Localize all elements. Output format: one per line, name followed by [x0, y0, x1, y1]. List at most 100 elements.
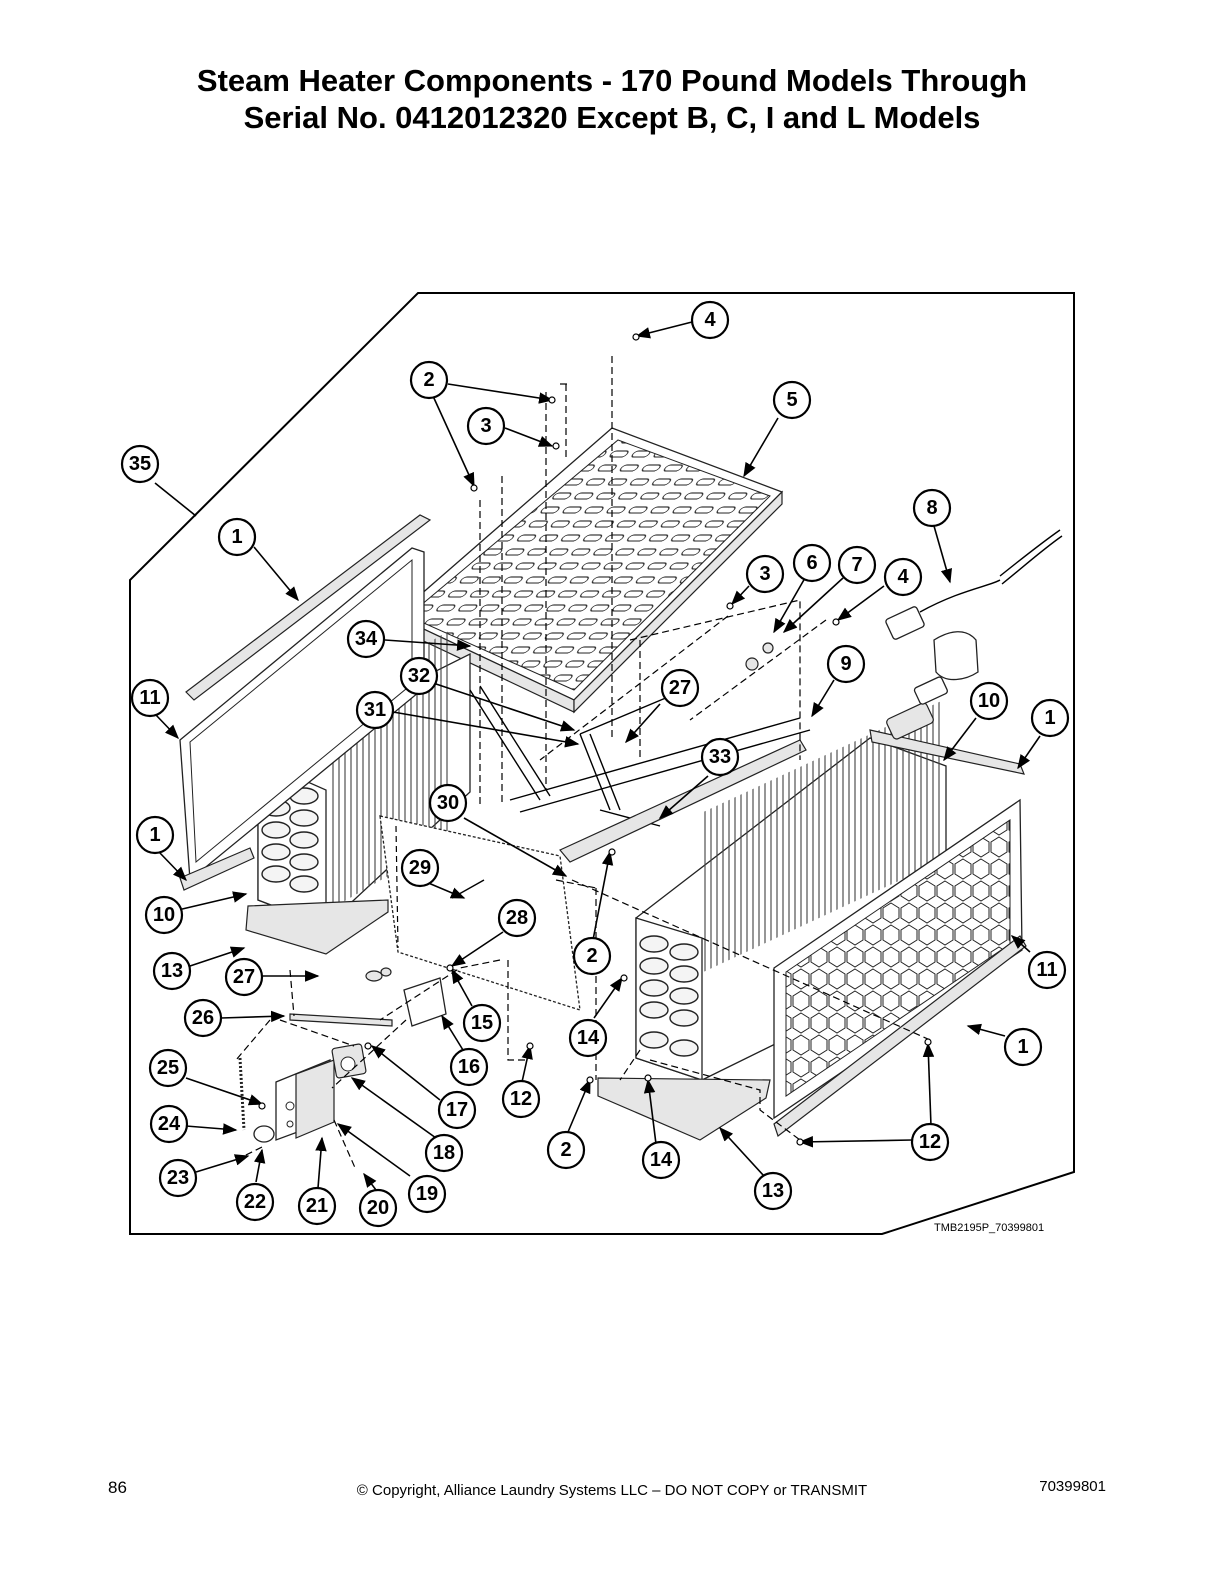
callout-label: 1 [231, 526, 242, 548]
callout-label: 2 [560, 1139, 571, 1161]
callout-25: 25 [148, 1048, 188, 1088]
callout-label: 4 [704, 309, 716, 331]
callout-29: 29 [400, 848, 440, 888]
callout-11: 11 [130, 678, 170, 718]
callout-label: 35 [129, 453, 151, 475]
callout-label: 7 [851, 554, 862, 576]
callout-4: 4 [690, 300, 730, 340]
callout-label: 17 [446, 1099, 468, 1121]
assembly-lines [235, 356, 931, 1171]
figure-reference: TMB2195P_70399801 [934, 1222, 1045, 1234]
callout-19: 19 [407, 1174, 447, 1214]
callout-label: 28 [506, 907, 528, 929]
callout-1: 1 [217, 517, 257, 557]
callout-14: 14 [641, 1140, 681, 1180]
callout-20: 20 [358, 1188, 398, 1228]
callout-3: 3 [466, 406, 506, 446]
callout-23: 23 [158, 1158, 198, 1198]
callout-label: 14 [577, 1027, 600, 1049]
callout-label: 16 [458, 1056, 480, 1078]
callout-1: 1 [1030, 698, 1070, 738]
callout-label: 14 [650, 1149, 673, 1171]
callout-32: 32 [399, 656, 439, 696]
callout-12: 12 [501, 1079, 541, 1119]
callout-label: 2 [586, 945, 597, 967]
callout-label: 15 [471, 1012, 493, 1034]
callout-13: 13 [753, 1171, 793, 1211]
callout-24: 24 [149, 1104, 189, 1144]
callout-2: 2 [546, 1130, 586, 1170]
callout-label: 6 [806, 552, 817, 574]
callout-label: 22 [244, 1191, 266, 1213]
callout-22: 22 [235, 1182, 275, 1222]
callout-label: 18 [433, 1142, 455, 1164]
callout-5: 5 [772, 380, 812, 420]
title-line-2: Serial No. 0412012320 Except B, C, I and… [243, 100, 981, 135]
callout-3: 3 [745, 554, 785, 594]
valve-part [745, 529, 1063, 740]
callout-16: 16 [449, 1047, 489, 1087]
callout-label: 9 [840, 653, 851, 675]
callout-label: 24 [158, 1113, 181, 1135]
callout-label: 33 [709, 746, 731, 768]
callout-label: 13 [762, 1180, 784, 1202]
callout-17: 17 [437, 1090, 477, 1130]
leader-lines [154, 321, 1041, 1191]
callout-27: 27 [660, 668, 700, 708]
callout-30: 30 [428, 783, 468, 823]
callout-28: 28 [497, 898, 537, 938]
callout-9: 9 [826, 644, 866, 684]
callout-label: 32 [408, 665, 430, 687]
callout-label: 29 [409, 857, 431, 879]
callout-label: 19 [416, 1183, 438, 1205]
callout-4: 4 [883, 557, 923, 597]
callout-label: 26 [192, 1007, 214, 1029]
callout-27: 27 [224, 957, 264, 997]
callout-label: 12 [510, 1088, 532, 1110]
callout-1: 1 [1003, 1027, 1043, 1067]
callout-12: 12 [910, 1122, 950, 1162]
callout-15: 15 [462, 1003, 502, 1043]
callout-33: 33 [700, 737, 740, 777]
callout-21: 21 [297, 1186, 337, 1226]
callout-label: 1 [1044, 707, 1055, 729]
callout-34: 34 [346, 619, 386, 659]
callout-label: 10 [978, 690, 1000, 712]
callout-18: 18 [424, 1133, 464, 1173]
callout-label: 5 [786, 389, 797, 411]
callout-label: 21 [306, 1195, 328, 1217]
callout-6: 6 [792, 543, 832, 583]
callout-label: 4 [897, 566, 909, 588]
callout-31: 31 [355, 690, 395, 730]
callout-10: 10 [969, 681, 1009, 721]
top-grate-part [394, 427, 784, 714]
callout-label: 25 [157, 1057, 179, 1079]
callout-label: 30 [437, 792, 459, 814]
hardware-dots [258, 333, 932, 1146]
callout-35: 35 [120, 444, 160, 484]
callout-label: 27 [669, 677, 691, 699]
callout-26: 26 [183, 998, 223, 1038]
callout-10: 10 [144, 895, 184, 935]
callout-label: 3 [480, 415, 491, 437]
callout-label: 27 [233, 966, 255, 988]
callout-label: 10 [153, 904, 175, 926]
callout-2: 2 [572, 936, 612, 976]
callout-label: 8 [926, 497, 937, 519]
page-number: 86 [108, 1478, 127, 1497]
callout-label: 11 [139, 687, 160, 709]
title-line-1: Steam Heater Components - 170 Pound Mode… [196, 63, 1028, 98]
diagram-frame [129, 292, 1075, 1235]
callout-label: 1 [1017, 1036, 1028, 1058]
callout-14: 14 [568, 1018, 608, 1058]
copyright-notice: © Copyright, Alliance Laundry Systems LL… [356, 1482, 868, 1499]
callout-label: 13 [161, 960, 183, 982]
callout-label: 23 [167, 1167, 189, 1189]
callout-label: 20 [367, 1197, 389, 1219]
callout-7: 7 [837, 545, 877, 585]
callout-label: 31 [364, 699, 386, 721]
callout-label: 2 [423, 369, 434, 391]
right-filter-part [773, 729, 1027, 1137]
page-title: Steam Heater Components - 170 Pound Mode… [0, 62, 1224, 136]
